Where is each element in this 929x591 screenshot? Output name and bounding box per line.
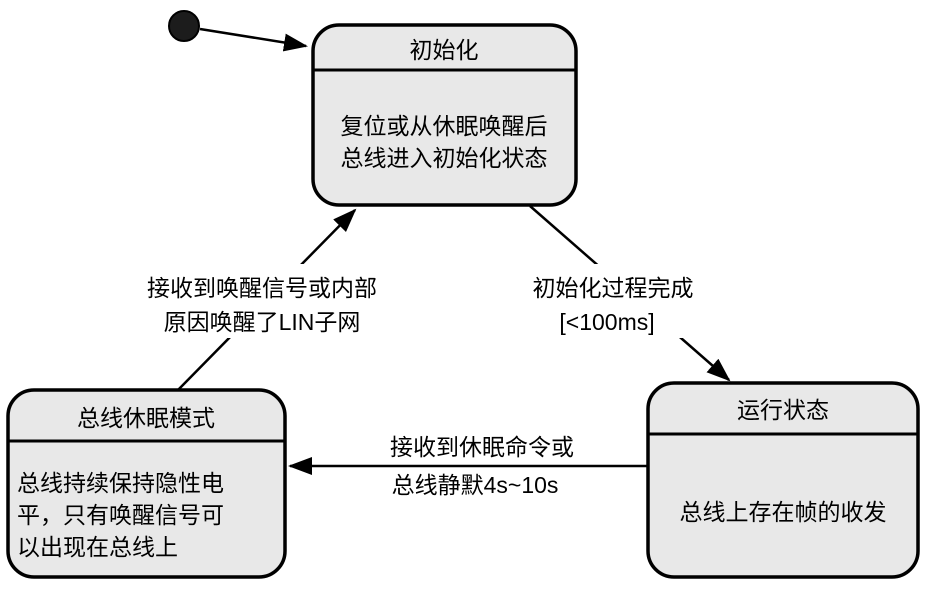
state-init-body-line1: 复位或从休眠唤醒后 [341, 113, 548, 139]
transition-label-sleep-cmd: 接收到休眠命令或 总线静默4s~10s [390, 434, 574, 498]
state-run-body-line1: 总线上存在帧的收发 [680, 499, 887, 525]
state-sleep-box [6, 388, 287, 579]
state-run-box [646, 381, 920, 579]
state-sleep-body-line3: 以出现在总线上 [17, 534, 178, 560]
transition-label-init-done-line1: 初始化过程完成 [533, 275, 694, 301]
transition-label-wakeup-bg [108, 264, 414, 338]
state-run: 运行状态 总线上存在帧的收发 [646, 381, 920, 579]
transition-initial-to-init-arrow [199, 27, 308, 52]
initial-state-dot [168, 10, 200, 42]
transition-label-wakeup-line2: 原因唤醒了LIN子网 [164, 309, 361, 335]
transition-label-wakeup: 接收到唤醒信号或内部 原因唤醒了LIN子网 [108, 264, 414, 338]
state-sleep-title: 总线休眠模式 [77, 405, 215, 431]
state-sleep-body-line2: 平，只有唤醒信号可 [17, 502, 224, 528]
state-run-title: 运行状态 [737, 397, 829, 423]
state-init: 初始化 复位或从休眠唤醒后 总线进入初始化状态 [311, 23, 578, 207]
transition-label-wakeup-line1: 接收到唤醒信号或内部 [147, 275, 377, 301]
transition-label-sleep-cmd-line1: 接收到休眠命令或 [390, 434, 574, 460]
transition-label-sleep-cmd-line2: 总线静默4s~10s [392, 472, 559, 498]
transition-label-init-done-line2: [<100ms] [559, 309, 654, 335]
state-sleep: 总线休眠模式 总线持续保持隐性电 平，只有唤醒信号可 以出现在总线上 [6, 388, 287, 579]
state-sleep-body-line1: 总线持续保持隐性电 [17, 470, 224, 496]
transition-label-init-done-bg [516, 264, 714, 338]
state-init-body-line2: 总线进入初始化状态 [341, 145, 548, 171]
transition-label-init-done: 初始化过程完成 [<100ms] [516, 264, 714, 338]
state-init-title: 初始化 [410, 37, 479, 63]
